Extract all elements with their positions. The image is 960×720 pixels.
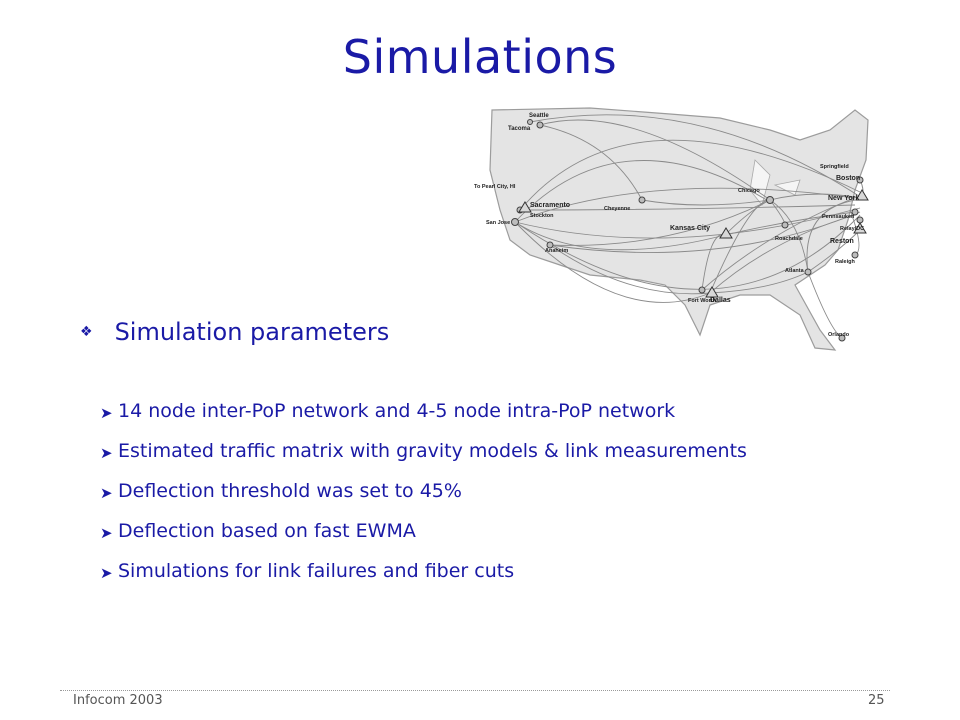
map-label-raleigh: Raleigh [835, 259, 856, 265]
arrow-bullet-icon: ➤ [100, 524, 113, 542]
footer-divider [60, 690, 890, 691]
sub-bullet-text: Simulations for link failures and fiber … [118, 560, 515, 582]
map-label-orlando: Orlando [828, 332, 850, 338]
map-label-cheyenne: Cheyenne [604, 206, 630, 212]
map-label-pennsauken: Pennsauken [822, 214, 855, 220]
map-label-tacoma: Tacoma [508, 126, 531, 132]
sub-bullet: ➤ Deflection threshold was set to 45% [100, 478, 880, 506]
map-label-reston: Reston [830, 238, 854, 245]
arrow-bullet-icon: ➤ [100, 484, 113, 502]
map-label-chicago: Chicago [738, 188, 760, 194]
map-label-dallas: Dallas [710, 297, 731, 304]
slide-title: Simulations [342, 30, 618, 84]
sub-bullet: ➤ Estimated traffic matrix with gravity … [100, 438, 880, 466]
arrow-bullet-icon: ➤ [100, 404, 113, 422]
map-label-sacramento: Sacramento [530, 202, 570, 209]
map-label-stockton: Stockton [530, 213, 554, 219]
map-label-fort-worth: Fort Worth [688, 298, 717, 304]
us-outline [489, 107, 869, 351]
map-label-seattle: Seattle [529, 113, 549, 119]
map-label-new-york: New York [828, 195, 859, 202]
sub-bullet-text: Deflection based on fast EWMA [118, 520, 416, 542]
map-label-kansas-city: Kansas City [670, 225, 710, 232]
map-label-pearl-city: To Pearl City, HI [474, 184, 516, 190]
sub-bullet: ➤ Simulations for link failures and fibe… [100, 558, 880, 586]
network-map: Seattle Tacoma To Pearl City, HI Sacrame… [474, 107, 869, 351]
arrow-bullet-icon: ➤ [100, 564, 113, 582]
map-label-roachdale: Roachdale [775, 236, 803, 242]
footer-conference: Infocom 2003 [73, 693, 163, 708]
sub-bullet-text: 14 node inter-PoP network and 4-5 node i… [118, 400, 676, 422]
map-label-relay-dc: Relay/DC [840, 226, 864, 232]
map-label-springfield: Springfield [820, 164, 849, 170]
sub-bullet: ➤ Deflection based on fast EWMA [100, 518, 880, 546]
sub-bullet-text: Deflection threshold was set to 45% [118, 480, 462, 502]
arrow-bullet-icon: ➤ [100, 444, 113, 462]
map-label-atlanta: Atlanta [785, 268, 805, 274]
map-label-san-jose: San Jose [486, 220, 510, 226]
page-number: 25 [868, 693, 885, 708]
sub-bullet: ➤ 14 node inter-PoP network and 4-5 node… [100, 398, 880, 426]
main-bullet-text: Simulation parameters [114, 318, 390, 346]
map-label-anaheim: Anaheim [545, 248, 568, 254]
diamond-bullet-icon: ❖ [80, 324, 93, 340]
sub-bullet-list: ➤ 14 node inter-PoP network and 4-5 node… [100, 398, 880, 598]
main-bullet: ❖ Simulation parameters [80, 318, 389, 346]
sub-bullet-text: Estimated traffic matrix with gravity mo… [118, 440, 747, 462]
map-label-boston: Boston [836, 175, 860, 182]
